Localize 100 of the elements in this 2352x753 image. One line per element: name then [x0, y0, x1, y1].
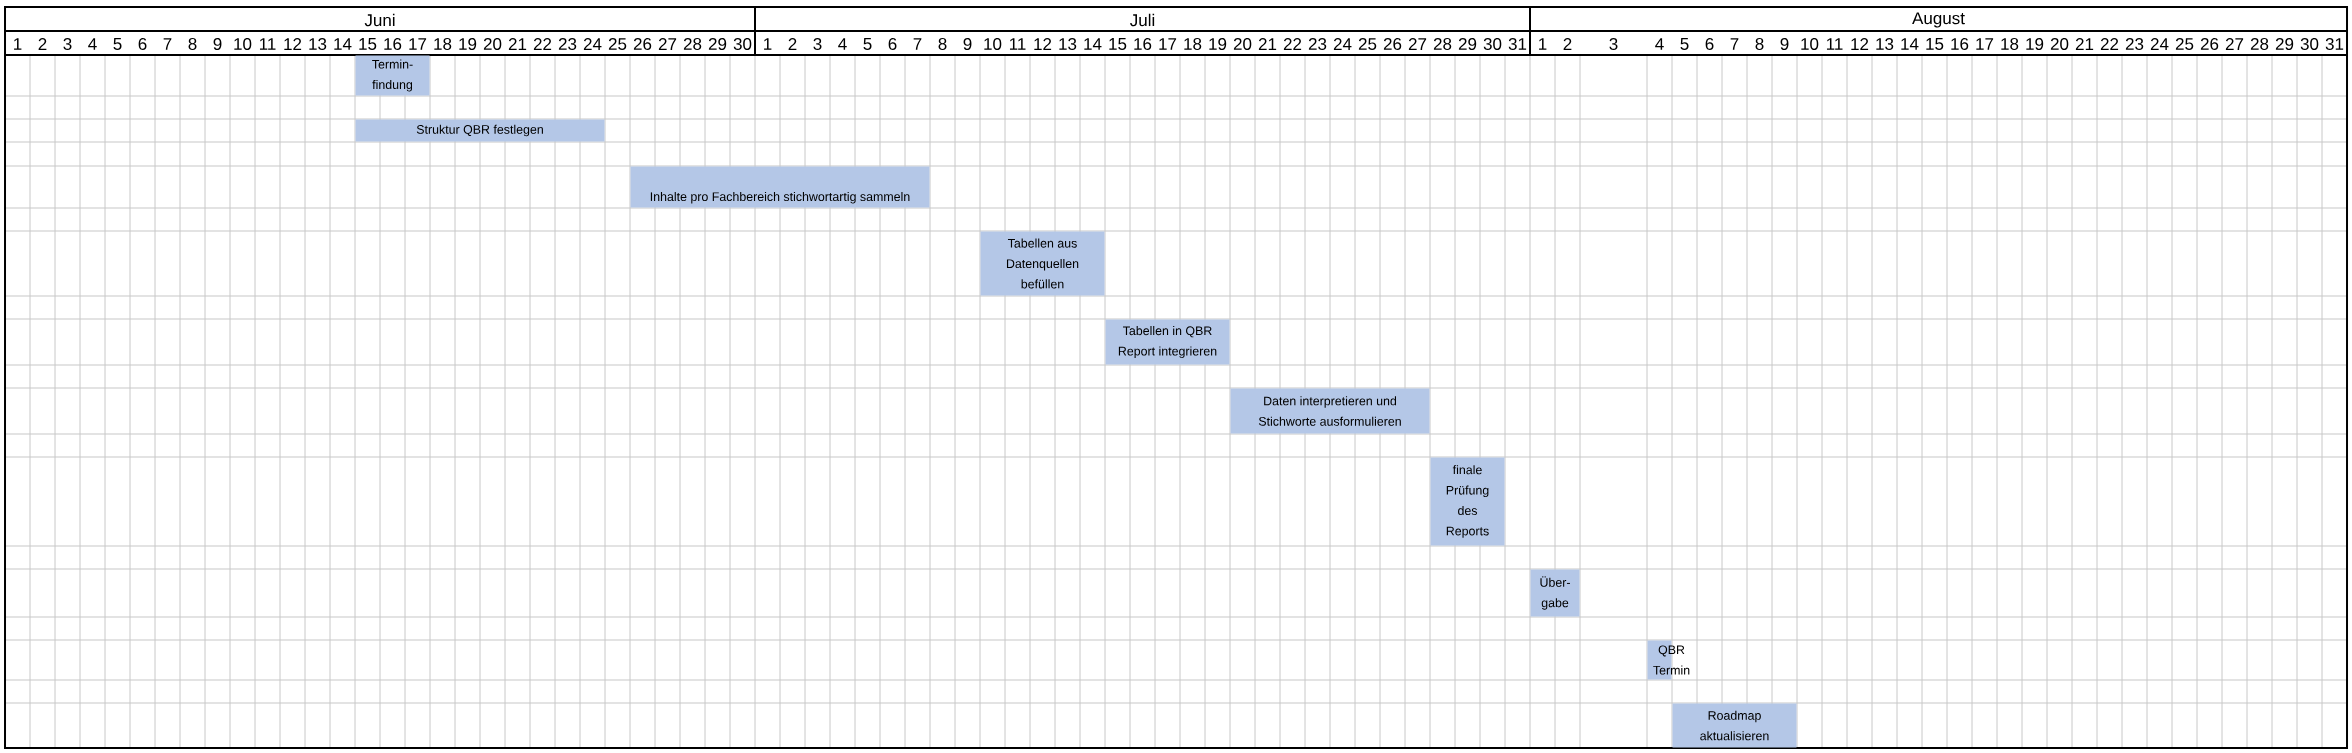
day-number: 30	[1483, 38, 1502, 50]
day-number: 3	[63, 38, 72, 50]
day-number: 14	[334, 38, 352, 50]
day-number: 18	[2001, 38, 2019, 50]
day-number: 23	[2125, 38, 2144, 50]
day-number: 23	[1308, 38, 1327, 50]
day-number: 10	[1801, 38, 1819, 50]
day-number: 25	[608, 38, 627, 50]
day-number: 9	[1780, 38, 1789, 50]
day-number: 8	[938, 38, 947, 50]
day-number: 18	[1184, 38, 1202, 50]
day-number: 3	[1609, 38, 1618, 50]
day-number: 25	[1358, 38, 1377, 50]
day-number: 7	[163, 38, 172, 50]
day-number: 14	[1901, 38, 1919, 50]
day-number: 12	[1034, 38, 1052, 50]
day-number: 10	[984, 38, 1002, 50]
day-number: 13	[309, 38, 327, 50]
day-number: 30	[2300, 38, 2319, 50]
task-bar: Inhalte pro Fachbereich stichwortartig sammeln	[630, 166, 930, 208]
day-number: 24	[583, 38, 602, 50]
month-label: Juli	[1130, 13, 1155, 27]
day-number: 7	[1730, 38, 1739, 50]
day-number: 20	[1233, 38, 1252, 50]
day-number: 5	[863, 38, 872, 50]
day-number: 12	[284, 38, 302, 50]
day-number: 29	[708, 38, 727, 50]
day-number: 27	[1408, 38, 1427, 50]
day-number: 1	[1539, 38, 1547, 50]
day-number: 1	[14, 38, 22, 50]
day-number: 20	[483, 38, 502, 50]
day-number: 18	[434, 38, 452, 50]
day-number: 2	[1563, 38, 1572, 50]
day-number: 8	[1755, 38, 1764, 50]
day-number: 4	[838, 38, 847, 50]
task-bar: Termin- findung	[355, 55, 430, 96]
day-number: 19	[1209, 38, 1227, 50]
task-bar: Struktur QBR festlegen	[355, 119, 605, 142]
task-bar: Tabellen aus Datenquellen befüllen	[980, 231, 1105, 296]
day-number: 28	[683, 38, 702, 50]
day-number: 6	[888, 38, 897, 50]
day-number: 22	[2100, 38, 2119, 50]
day-number: 25	[2175, 38, 2194, 50]
task-bar: finale Prüfung des Reports	[1430, 457, 1505, 546]
day-number: 11	[259, 38, 276, 50]
day-number: 11	[1826, 38, 1843, 50]
day-number: 1	[764, 38, 772, 50]
day-number: 29	[1458, 38, 1477, 50]
day-number: 31	[2325, 38, 2344, 50]
day-number: 21	[508, 38, 527, 50]
day-number: 22	[533, 38, 552, 50]
day-number: 23	[558, 38, 577, 50]
day-number: 22	[1283, 38, 1302, 50]
day-number: 28	[2250, 38, 2269, 50]
day-number: 5	[1680, 38, 1689, 50]
day-number: 21	[2075, 38, 2094, 50]
day-number: 20	[2050, 38, 2069, 50]
day-number: 27	[658, 38, 677, 50]
day-number: 4	[88, 38, 97, 50]
task-bar: Daten interpretieren und Stichworte ausformulieren	[1230, 388, 1430, 434]
day-number: 6	[1705, 38, 1714, 50]
day-number: 28	[1433, 38, 1452, 50]
day-number: 11	[1009, 38, 1026, 50]
month-label: Juni	[364, 13, 395, 27]
day-number: 13	[1876, 38, 1894, 50]
task-bar: QBR Termin	[1647, 640, 1690, 680]
day-number: 2	[38, 38, 47, 50]
day-number: 12	[1851, 38, 1869, 50]
day-number: 21	[1258, 38, 1277, 50]
day-number: 19	[459, 38, 477, 50]
day-number: 14	[1084, 38, 1102, 50]
day-number: 26	[1383, 38, 1402, 50]
day-number: 19	[2026, 38, 2044, 50]
day-number: 15	[1926, 38, 1944, 50]
day-number: 17	[1976, 38, 1994, 50]
day-number: 2	[788, 38, 797, 50]
day-number: 10	[234, 38, 252, 50]
day-number: 16	[1134, 38, 1152, 50]
day-number: 6	[138, 38, 147, 50]
day-number: 7	[913, 38, 922, 50]
day-number: 29	[2275, 38, 2294, 50]
day-number: 24	[1333, 38, 1352, 50]
task-bar: Über- gabe	[1530, 569, 1580, 617]
day-number: 3	[813, 38, 822, 50]
day-number: 24	[2150, 38, 2169, 50]
task-bar: Roadmap aktualisieren	[1672, 703, 1797, 748]
day-number: 9	[213, 38, 222, 50]
day-number: 26	[2200, 38, 2219, 50]
day-number: 8	[188, 38, 197, 50]
day-number: 5	[113, 38, 122, 50]
day-number: 13	[1059, 38, 1077, 50]
day-number: 16	[1951, 38, 1969, 50]
day-number: 17	[1159, 38, 1177, 50]
day-number: 27	[2225, 38, 2244, 50]
day-number: 31	[1508, 38, 1527, 50]
month-label: August	[1912, 12, 1965, 28]
day-number: 4	[1655, 38, 1664, 50]
task-bar: Tabellen in QBR Report integrieren	[1105, 319, 1230, 365]
day-number: 15	[1109, 38, 1127, 50]
day-number: 9	[963, 38, 972, 50]
